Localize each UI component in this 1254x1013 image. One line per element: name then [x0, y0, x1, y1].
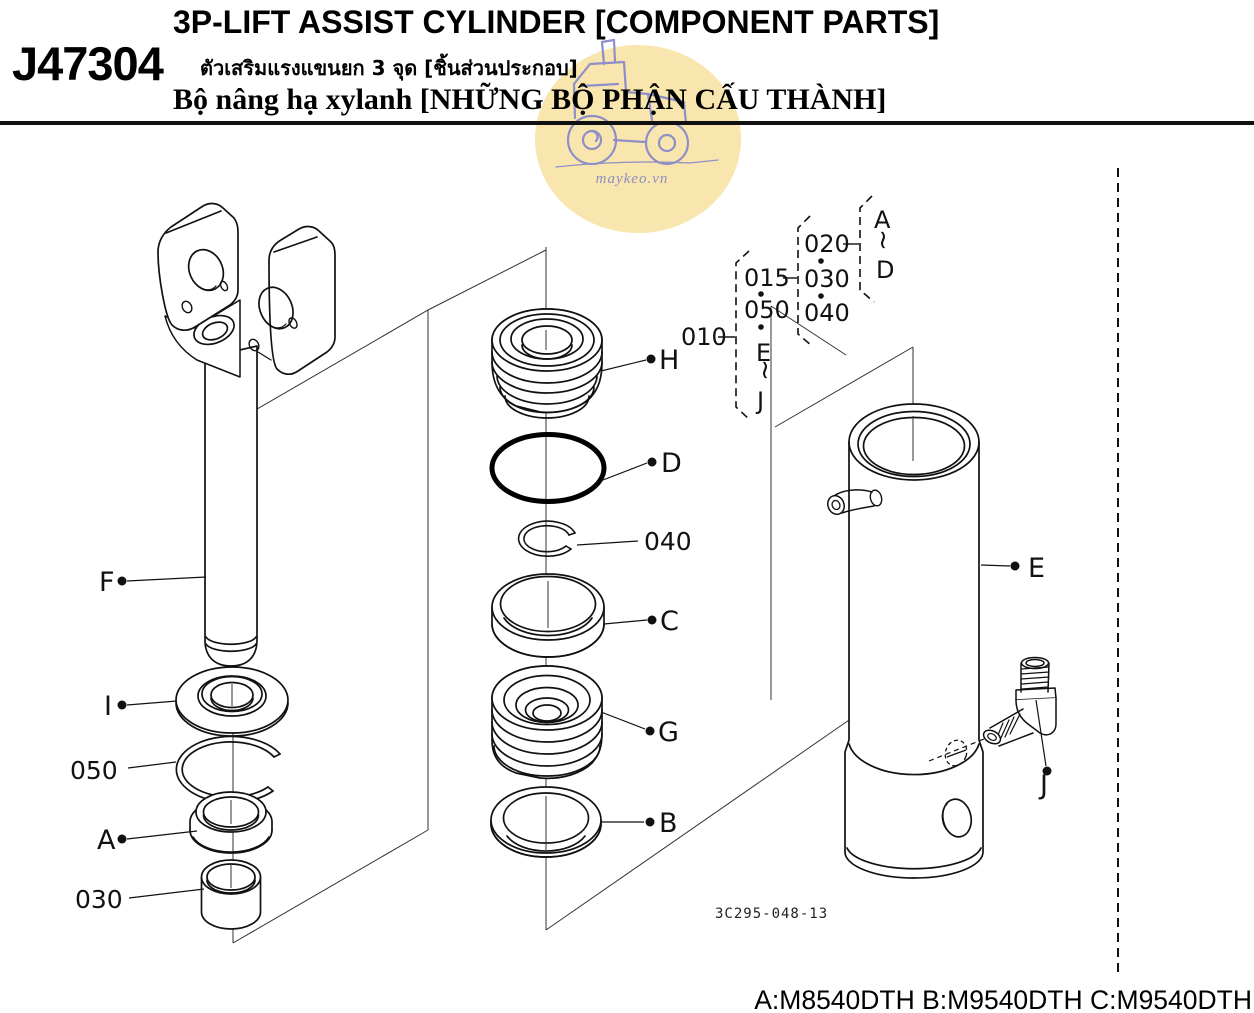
leader-lines — [126, 359, 1047, 899]
bracket-015-group — [797, 215, 813, 347]
title-english: 3P-LIFT ASSIST CYLINDER [COMPONENT PARTS… — [173, 4, 940, 40]
ref-range-a: A — [874, 206, 891, 234]
model-footnote: A:M8540DTH B:M9540DTH C:M9540DTH — [754, 985, 1252, 1013]
title-thai: ตัวเสริมแรงแขนยก 3 จุด [ชิ้นส่วนประกอบ] — [200, 56, 578, 80]
ref-range-d: D — [876, 256, 894, 284]
part-label-d: D — [661, 448, 682, 479]
part-label-040: 040 — [644, 527, 692, 556]
part-040-snap-ring-drawing — [517, 520, 576, 557]
piston-rod-clevis-drawing — [157, 202, 336, 667]
part-G-piston-drawing — [491, 665, 603, 780]
ref-number-tree: 010 015 050 E ~ J 020 030 040 A ~ D — [681, 195, 898, 421]
ref-015: 015 — [744, 264, 790, 292]
ref-040: 040 — [804, 299, 850, 327]
part-label-h: H — [659, 345, 679, 376]
ref-range-j: J — [755, 387, 764, 415]
title-vietnamese: Bộ nâng hạ xylanh [NHỮNG BỘ PHẬN CẤU THÀ… — [173, 83, 887, 116]
cylinder-body-drawing — [827, 403, 984, 879]
part-label-i: I — [104, 691, 112, 722]
part-label-030: 030 — [75, 885, 123, 914]
tractor-icon — [555, 38, 719, 168]
bracket-010-group — [735, 250, 751, 421]
axis-overlays — [230, 330, 914, 888]
ref-030: 030 — [804, 265, 850, 293]
page-header: J47304 3P-LIFT ASSIST CYLINDER [COMPONEN… — [0, 0, 1254, 130]
port-center-marks — [928, 738, 985, 767]
header-rule — [0, 121, 1254, 125]
ref-020: 020 — [804, 230, 850, 258]
part-label-f: F — [99, 567, 115, 598]
part-label-c: C — [660, 606, 679, 637]
part-label-a: A — [97, 825, 116, 856]
ref-group-brackets — [735, 195, 875, 421]
part-label-050: 050 — [70, 756, 118, 785]
elbow-fitting-drawing — [982, 656, 1057, 747]
ref-connectors — [718, 243, 859, 338]
ref-separator-dots — [758, 258, 824, 330]
watermark-text: maykeo.vn — [596, 171, 669, 187]
ref-tilde-ad: ~ — [868, 229, 898, 251]
part-label-g: G — [658, 717, 679, 748]
page-code: J47304 — [12, 37, 164, 90]
part-H-gland-drawing — [491, 308, 603, 419]
watermark-logo: maykeo.vn — [535, 38, 741, 233]
drawing-number: 3C295-048-13 — [715, 906, 828, 922]
leader-dots — [117, 354, 1052, 844]
part-labels: F I 050 A 030 H D 040 C G B E J — [70, 345, 1048, 914]
part-label-b: B — [659, 808, 678, 839]
ref-050: 050 — [744, 296, 790, 324]
bracket-020-group — [859, 195, 875, 303]
part-D-o-ring-drawing — [489, 432, 607, 504]
watermark-circle — [535, 45, 741, 233]
ref-tilde-ej: ~ — [750, 359, 780, 381]
part-label-j: J — [1038, 770, 1048, 801]
part-label-e: E — [1028, 553, 1045, 584]
ref-range-e: E — [756, 339, 771, 367]
